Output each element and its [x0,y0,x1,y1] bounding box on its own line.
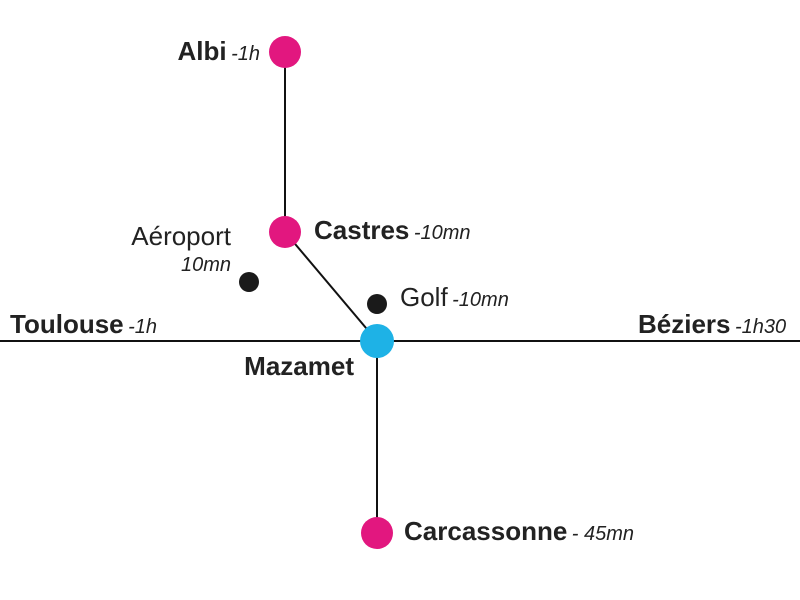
golf-node [367,294,387,314]
castres-label: Castres -10mn [314,217,471,243]
castres-time: -10mn [413,222,471,244]
mazamet-name: Mazamet [244,351,354,381]
albi-time: -1h [231,43,260,65]
aeroport-time: 10mn [180,254,231,276]
golf-name: Golf [400,282,448,312]
carcassonne-node [361,517,393,549]
toulouse-time: -1h [128,316,157,338]
carcassonne-label: Carcassonne - 45mn [404,518,634,544]
beziers-label: Béziers -1h30 [638,311,786,337]
aeroport-name: Aéroport [131,221,231,251]
golf-label: Golf -10mn [400,284,509,310]
carcassonne-time: - 45mn [571,523,635,545]
beziers-name: Béziers [638,309,731,339]
golf-time: -10mn [452,289,509,311]
mazamet-node [360,324,394,358]
castres-name: Castres [314,215,410,245]
aeroport-node [239,272,259,292]
albi-name: Albi [177,36,227,66]
toulouse-name: Toulouse [10,309,124,339]
albi-node [269,36,301,68]
toulouse-label: Toulouse -1h [10,311,157,337]
route-line-castres-mazamet [284,231,378,342]
carcassonne-name: Carcassonne [404,516,568,546]
beziers-time: -1h30 [734,316,787,338]
albi-label: Albi -1h [178,38,260,64]
castres-node [269,216,301,248]
